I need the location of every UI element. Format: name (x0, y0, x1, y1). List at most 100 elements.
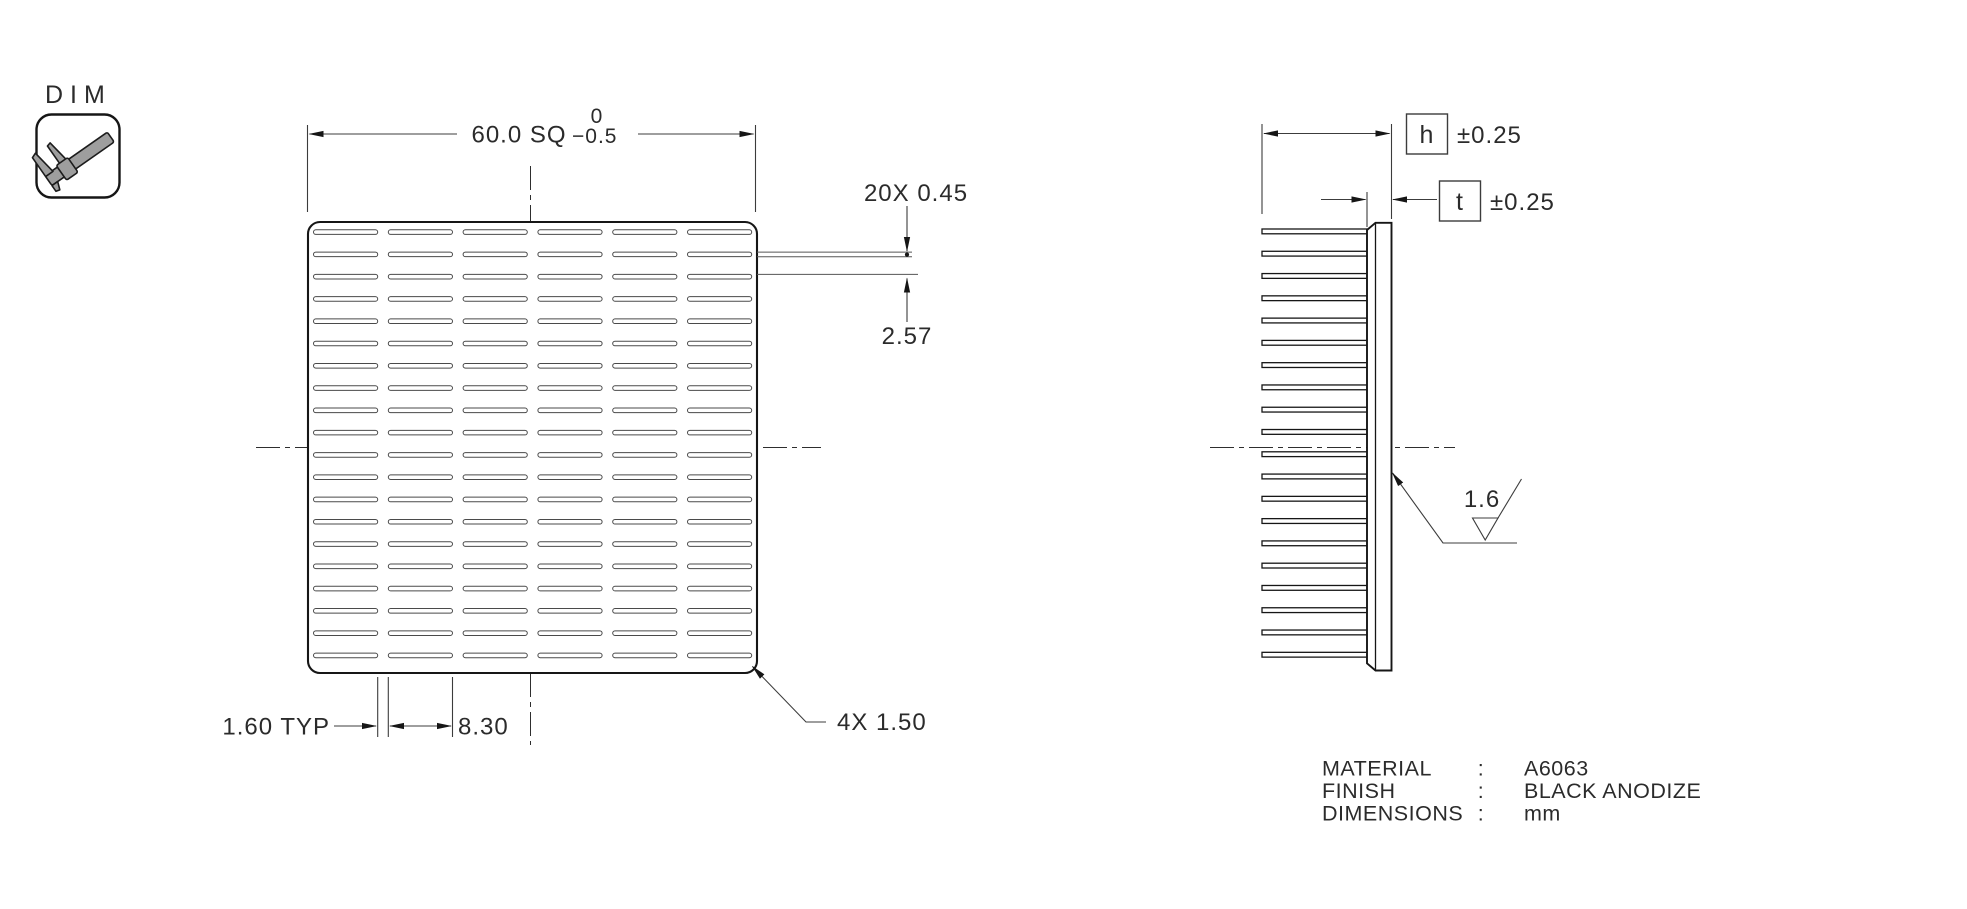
fin-line (387, 563, 453, 570)
fin-line (1261, 540, 1369, 547)
fin-line (387, 518, 453, 525)
fin-line (313, 630, 379, 636)
fin-line (1261, 517, 1369, 525)
fin-line (313, 518, 379, 525)
fin-line (1261, 629, 1369, 636)
fin-line (1261, 384, 1369, 391)
slot-pitch-dimension: 1.60 TYP 8.30 (222, 677, 508, 741)
fin-line (462, 608, 528, 614)
fin-line (687, 630, 753, 636)
fin-line (462, 318, 528, 325)
fin-line (1261, 651, 1369, 658)
fin-line (387, 608, 453, 614)
fin-line (313, 474, 379, 480)
fin-line (462, 385, 528, 391)
fin-line (462, 229, 528, 235)
fin-line (537, 518, 603, 525)
fin-line (537, 474, 603, 480)
fin-line (687, 452, 753, 458)
fin-line (687, 429, 753, 436)
fin-line (537, 563, 603, 570)
fin-line (1261, 406, 1369, 413)
fin-line (612, 652, 678, 659)
fin-line (687, 541, 753, 547)
fin-line (687, 251, 753, 258)
fin-line (1261, 362, 1369, 369)
note-label: MATERIAL (1322, 757, 1432, 781)
fin-line (1261, 250, 1369, 257)
fin-line (387, 496, 453, 503)
fin-line (1261, 272, 1369, 280)
fin-line (387, 318, 453, 325)
fin-line (462, 652, 528, 659)
fin-line (462, 585, 528, 592)
fin-line (612, 630, 678, 636)
overall-size-dimension: 60.0 SQ 0 −0.5 (306, 105, 757, 212)
dim-fin-thickness: 20X 0.45 (864, 180, 968, 207)
dim-badge-label: DIM (45, 81, 112, 109)
top-view: 60.0 SQ 0 −0.5 20X 0.45 2.57 1.60 TYP 8.… (222, 105, 968, 745)
fin-line (313, 362, 379, 369)
fin-line (462, 429, 528, 436)
fin-line (612, 340, 678, 347)
fin-line (687, 585, 753, 592)
fin-line (1261, 339, 1369, 346)
fin-line (462, 340, 528, 347)
fin-line (537, 452, 603, 458)
fin-line (687, 518, 753, 525)
dim-tolerance-upper: 0 (591, 105, 604, 128)
fin-line (387, 652, 453, 659)
fin-line (313, 340, 379, 347)
fin-line (462, 563, 528, 570)
height-symbol: h (1420, 121, 1435, 149)
fin-line (387, 429, 453, 436)
fin-line (687, 296, 753, 302)
fin-line (687, 362, 753, 369)
fin-line (537, 541, 603, 547)
fin-line (387, 630, 453, 636)
heatsink-top-body (306, 220, 759, 675)
fin-line (537, 585, 603, 592)
fin-line (313, 318, 379, 325)
dim-badge: DIM (31, 81, 121, 199)
fin-line (612, 585, 678, 592)
fin-line (387, 474, 453, 480)
fin-line (537, 229, 603, 235)
fin-line (687, 340, 753, 347)
fin-line (462, 630, 528, 636)
fin-line (687, 407, 753, 414)
fin-line (612, 229, 678, 235)
fin-line (462, 362, 528, 369)
fin-line (1261, 584, 1369, 591)
fin-line (612, 608, 678, 614)
fin-line (687, 318, 753, 325)
fin-line (687, 608, 753, 614)
fin-line (612, 385, 678, 391)
dim-slot-gap: 1.60 TYP (222, 714, 330, 741)
fin-line (612, 541, 678, 547)
dim-tolerance-lower: −0.5 (572, 125, 617, 148)
corner-radius-leader: 4X 1.50 (751, 665, 926, 736)
base-plate (1366, 221, 1393, 672)
fin-line (537, 251, 603, 258)
note-separator: : (1478, 779, 1484, 803)
dim-fin-gap: 2.57 (882, 323, 933, 350)
fin-line (313, 541, 379, 547)
fin-line (313, 585, 379, 592)
fin-line (612, 452, 678, 458)
fin-line (462, 518, 528, 525)
fin-line (387, 541, 453, 547)
fin-line (462, 452, 528, 458)
fin-line (462, 541, 528, 547)
thickness-tolerance: ±0.25 (1490, 189, 1555, 216)
caliper-icon (31, 132, 115, 193)
surface-roughness-icon (1471, 478, 1522, 542)
fin-line (537, 362, 603, 369)
fin-line (462, 407, 528, 414)
fin-line (612, 563, 678, 570)
fin-line (537, 608, 603, 614)
fin-line (313, 229, 379, 235)
fin-line (687, 496, 753, 503)
